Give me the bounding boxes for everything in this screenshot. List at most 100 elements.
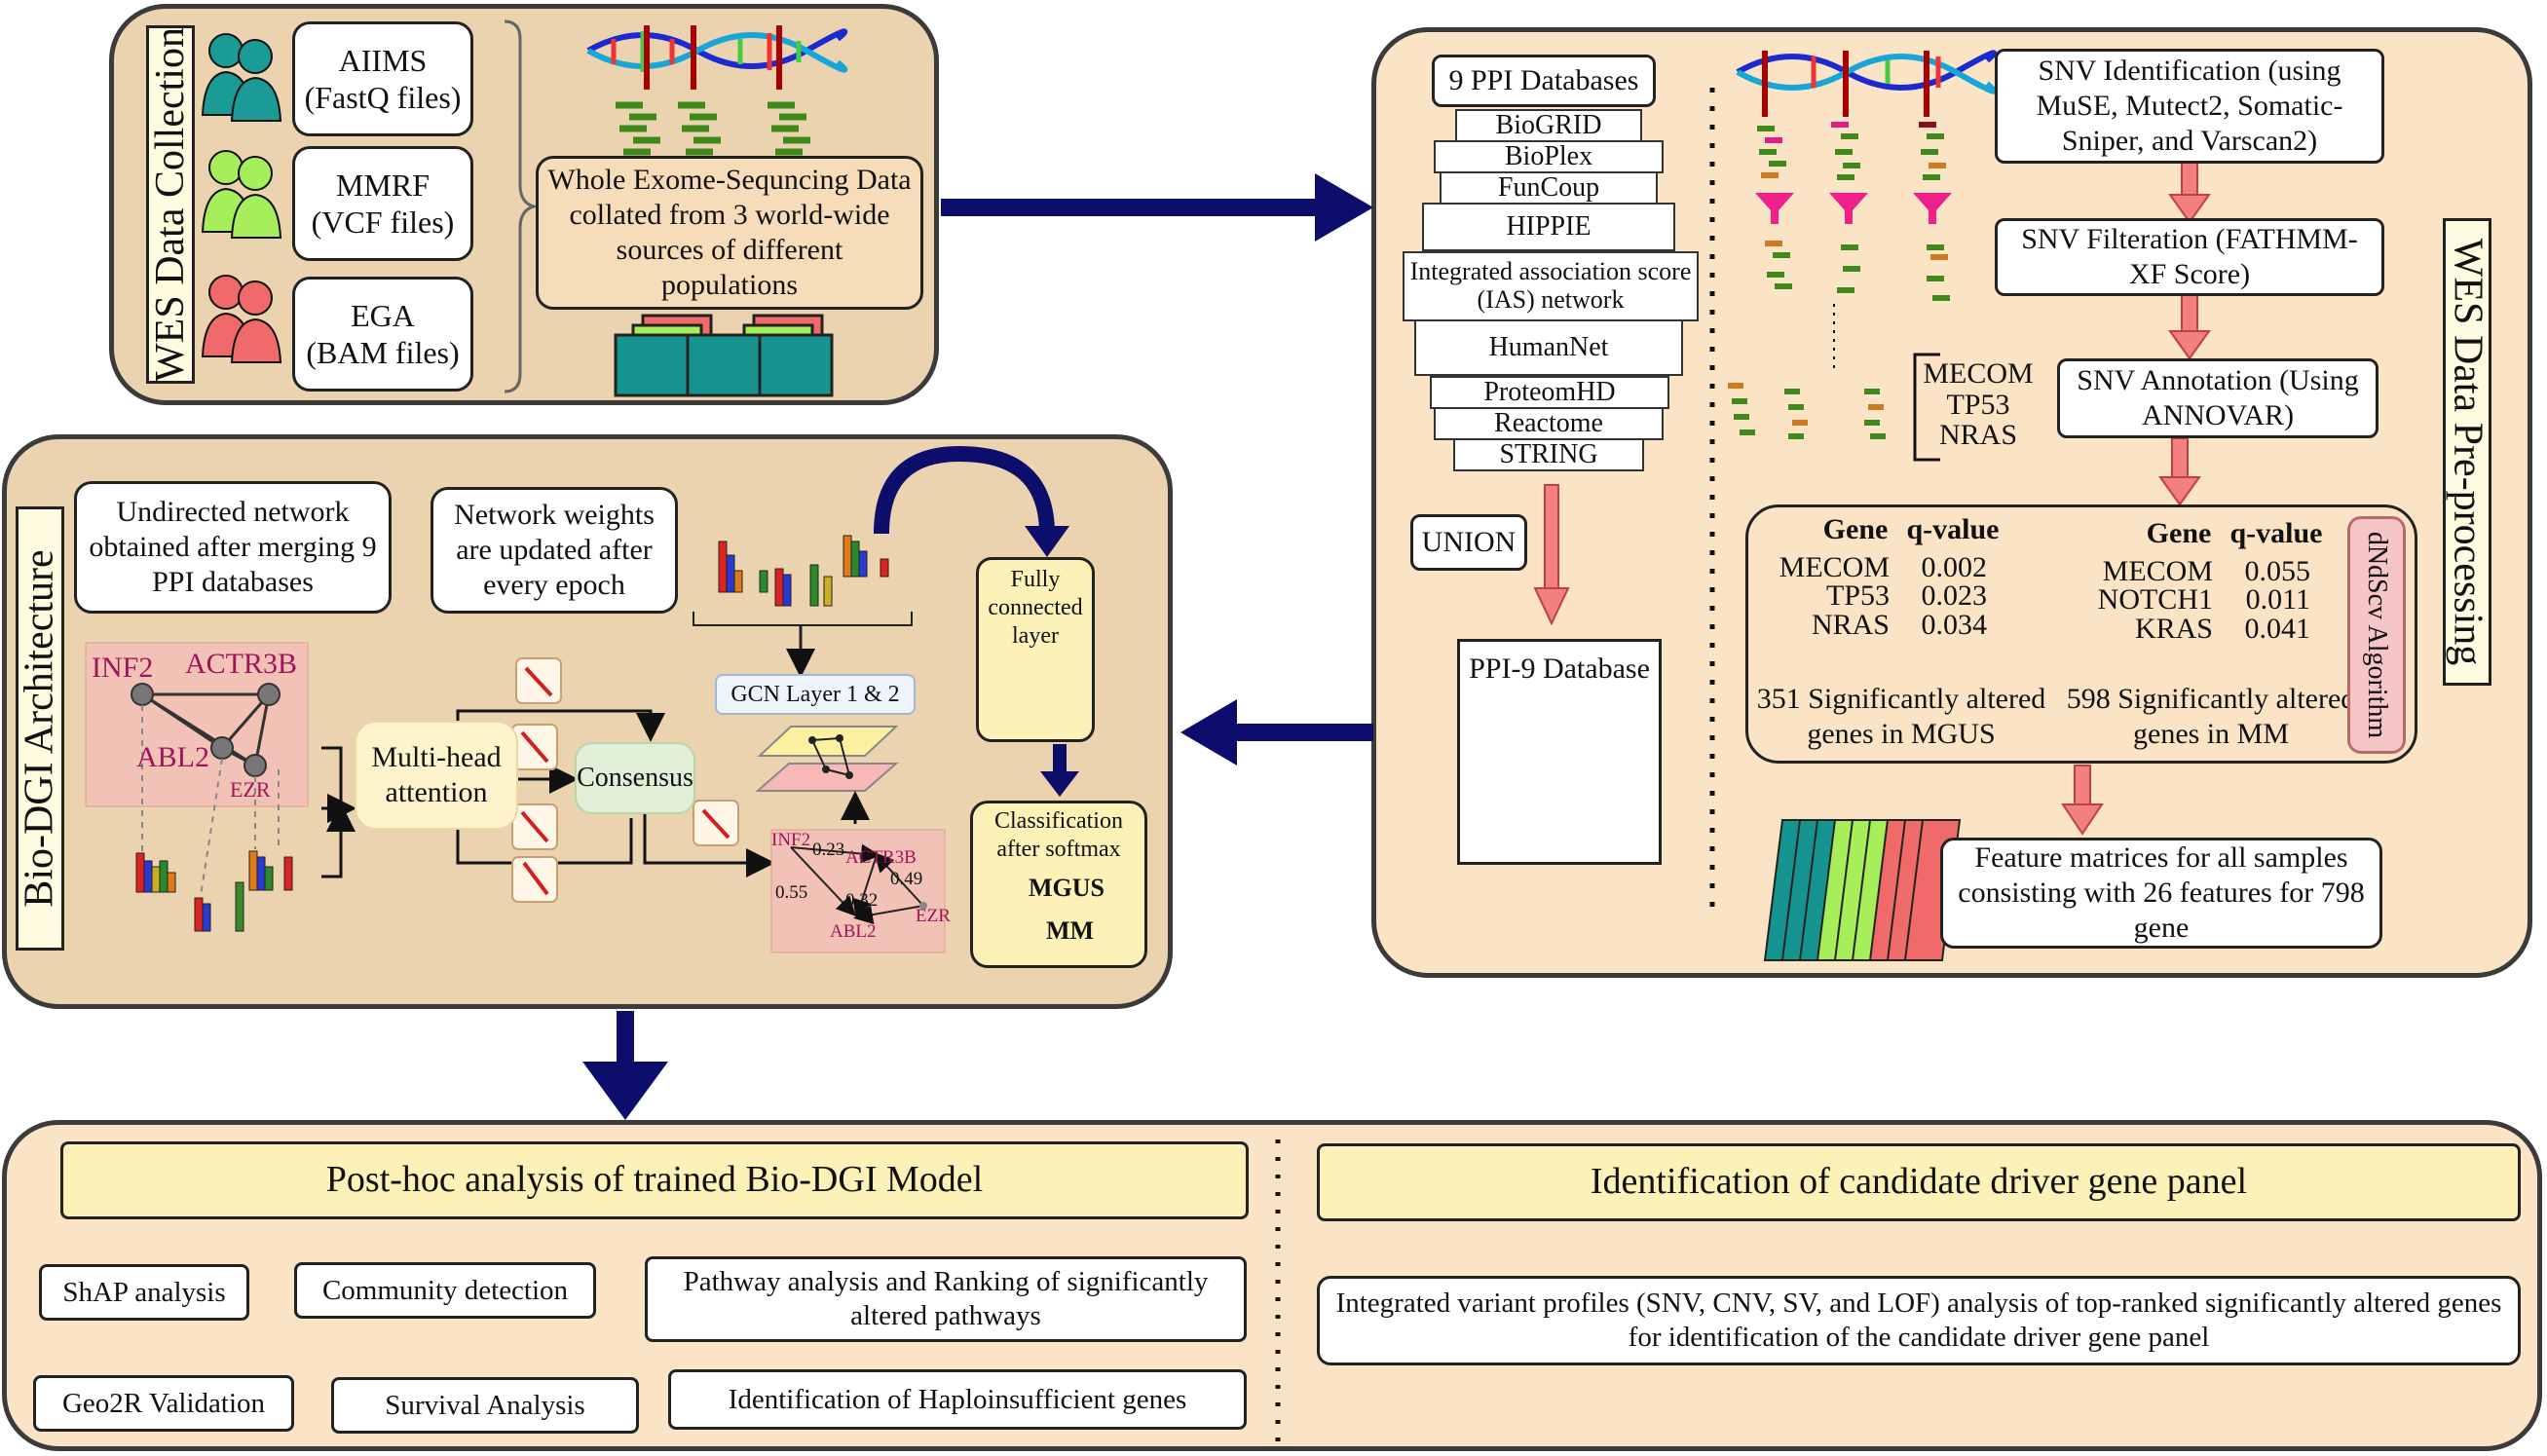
annotated-fragments-icon (1728, 383, 1886, 439)
posthoc-survival: Survival Analysis (331, 1377, 639, 1434)
gene-node-inf2: INF2 (92, 652, 154, 684)
source-ega: EGA (BAM files) (292, 277, 473, 392)
q-cell: 0.055 (2244, 555, 2311, 587)
consensus-to-weighted-graph (643, 814, 775, 877)
gene-network-box (85, 642, 309, 807)
weighted-graph-box (770, 829, 946, 953)
class-mm: MM (1046, 916, 1095, 945)
gene-node-abl2: ABL2 (136, 741, 209, 773)
mm-col-q: q-value (2229, 517, 2323, 549)
gene-network-nodes (131, 683, 281, 777)
source-format: (VCF files) (311, 205, 455, 240)
gene-name: MECOM (1923, 357, 2034, 390)
gene-node-actr3b: ACTR3B (185, 648, 298, 680)
person-icon-green (201, 150, 282, 239)
fc-layer-label: Fully connected layer (988, 567, 1083, 649)
source-name: MMRF (335, 167, 431, 203)
source-aiims: AIIMS (FastQ files) (292, 21, 473, 136)
wes-collection-label: WES Data Collection (146, 25, 195, 384)
dna-helix-icon-2 (1736, 50, 1998, 117)
collect-bracket (693, 612, 913, 626)
posthoc-pathway: Pathway analysis and Ranking of signific… (645, 1256, 1247, 1342)
feature-projection-lines (141, 705, 280, 897)
gcn-planes-icon (755, 726, 899, 792)
classification-label: Classification after softmax (994, 808, 1123, 862)
arrow-preprocessing-to-architecture (1180, 699, 1373, 765)
collection-summary: Whole Exome-Sequncing Data collated from… (536, 156, 923, 310)
q-cell: 0.002 (1921, 551, 1988, 583)
read-fragments-icon (616, 101, 810, 156)
mm-col-gene: Gene (2146, 517, 2212, 549)
driver-text: Integrated variant profiles (SNV, CNV, S… (1317, 1276, 2521, 1365)
wg-weight: 0.55 (775, 882, 808, 903)
feature-matrix-box: Feature matrices for all samples consist… (1940, 838, 2382, 949)
union-box: UNION (1410, 514, 1527, 571)
posthoc-geo2r: Geo2R Validation (33, 1375, 294, 1432)
posthoc-title: Post-hoc analysis of trained Bio-DGI Mod… (60, 1141, 1249, 1219)
preprocessing-label: WES Data Pre-processing (2443, 218, 2491, 686)
dna-helix-icon (586, 25, 848, 90)
mgus-col-gene: Gene (1822, 513, 1889, 545)
ppi-header: 9 PPI Databases (1432, 55, 1656, 107)
gene-name: NRAS (1938, 419, 2018, 451)
ppi-reactome: Reactome (1434, 407, 1664, 440)
person-icon-teal (201, 33, 282, 122)
weights-barchart-icon (718, 535, 889, 607)
ppi-biogrid: BioGRID (1455, 109, 1642, 142)
dndscv-box (1745, 504, 2417, 764)
undirected-network-note: Undirected network obtained after mergin… (74, 481, 392, 614)
merge-arrows (321, 746, 356, 878)
gene-cell: MECOM (2102, 555, 2213, 587)
posthoc-shap: ShAP analysis (39, 1264, 249, 1321)
q-cell: 0.023 (1921, 579, 1988, 613)
consensus-box: Consensus (575, 742, 695, 814)
collection-brace (504, 19, 540, 393)
classification-box: Classification after softmax (970, 801, 1147, 968)
ppi-bioplex: BioPlex (1434, 140, 1664, 173)
feedback-arrow (874, 445, 1055, 535)
read-fragments-icon-2 (1757, 122, 1946, 180)
weights-note: Network weights are updated after every … (431, 487, 678, 614)
gene-cell: NOTCH1 (2097, 583, 2213, 616)
step-snv-identification: SNV Identification (using MuSE, Mutect2,… (1995, 49, 2384, 164)
step-arrows (2061, 155, 2211, 836)
feature-barchart-icon (135, 850, 293, 932)
arrow-collection-to-preprocessing (941, 173, 1373, 242)
driver-title: Identification of candidate driver gene … (1317, 1143, 2521, 1221)
source-format: (BAM files) (306, 335, 460, 370)
class-mgus: MGUS (1029, 874, 1105, 902)
gcn-layer: GCN Layer 1 & 2 (715, 674, 916, 715)
ppi-hippie: HIPPIE (1422, 203, 1675, 251)
mgus-col-q: q-value (1906, 513, 2000, 545)
gene-stack: MECOM TP53 NRAS (1915, 358, 2041, 451)
architecture-label: Bio-DGI Architecture (16, 506, 64, 951)
person-icon-red (201, 275, 282, 363)
ppi9-box: PPI-9 Database (1457, 639, 1662, 865)
gene-cell: KRAS (2134, 612, 2213, 645)
q-cell: 0.041 (2244, 612, 2311, 645)
ppi-proteomhd: ProteomHD (1430, 376, 1669, 409)
gene-name: TP53 (1946, 388, 2010, 421)
gene-bracket (1913, 353, 1940, 462)
wg-weight: 0.49 (890, 869, 923, 889)
algorithm-label: dNdScv Algorithm (2347, 516, 2406, 754)
posthoc-community: Community detection (294, 1262, 596, 1319)
filtered-fragments-icon (1765, 241, 1950, 301)
ppi-humannet: HumanNet (1414, 319, 1683, 376)
mm-summary: 598 Significantly altered genes in MM (2066, 683, 2356, 750)
q-cell: 0.034 (1921, 608, 1988, 641)
source-name: EGA (351, 297, 415, 333)
wg-node-abl2: ABL2 (830, 921, 877, 942)
q-cell: 0.011 (2245, 583, 2310, 616)
gene-cell: NRAS (1811, 608, 1890, 641)
mgus-summary: 351 Significantly altered genes in MGUS (1756, 683, 2046, 750)
multihead-attention: Multi-head attention (355, 721, 518, 830)
posthoc-haplo: Identification of Haploinsufficient gene… (668, 1369, 1247, 1430)
source-name: AIIMS (338, 42, 428, 78)
ppi-funcoup: FunCoup (1440, 171, 1658, 205)
step-snv-annotation: SNV Annotation (Using ANNOVAR) (2057, 358, 2378, 438)
gene-cell: TP53 (1825, 579, 1890, 613)
gene-network-graph (141, 692, 271, 767)
wg-weight: 0.32 (845, 890, 879, 911)
